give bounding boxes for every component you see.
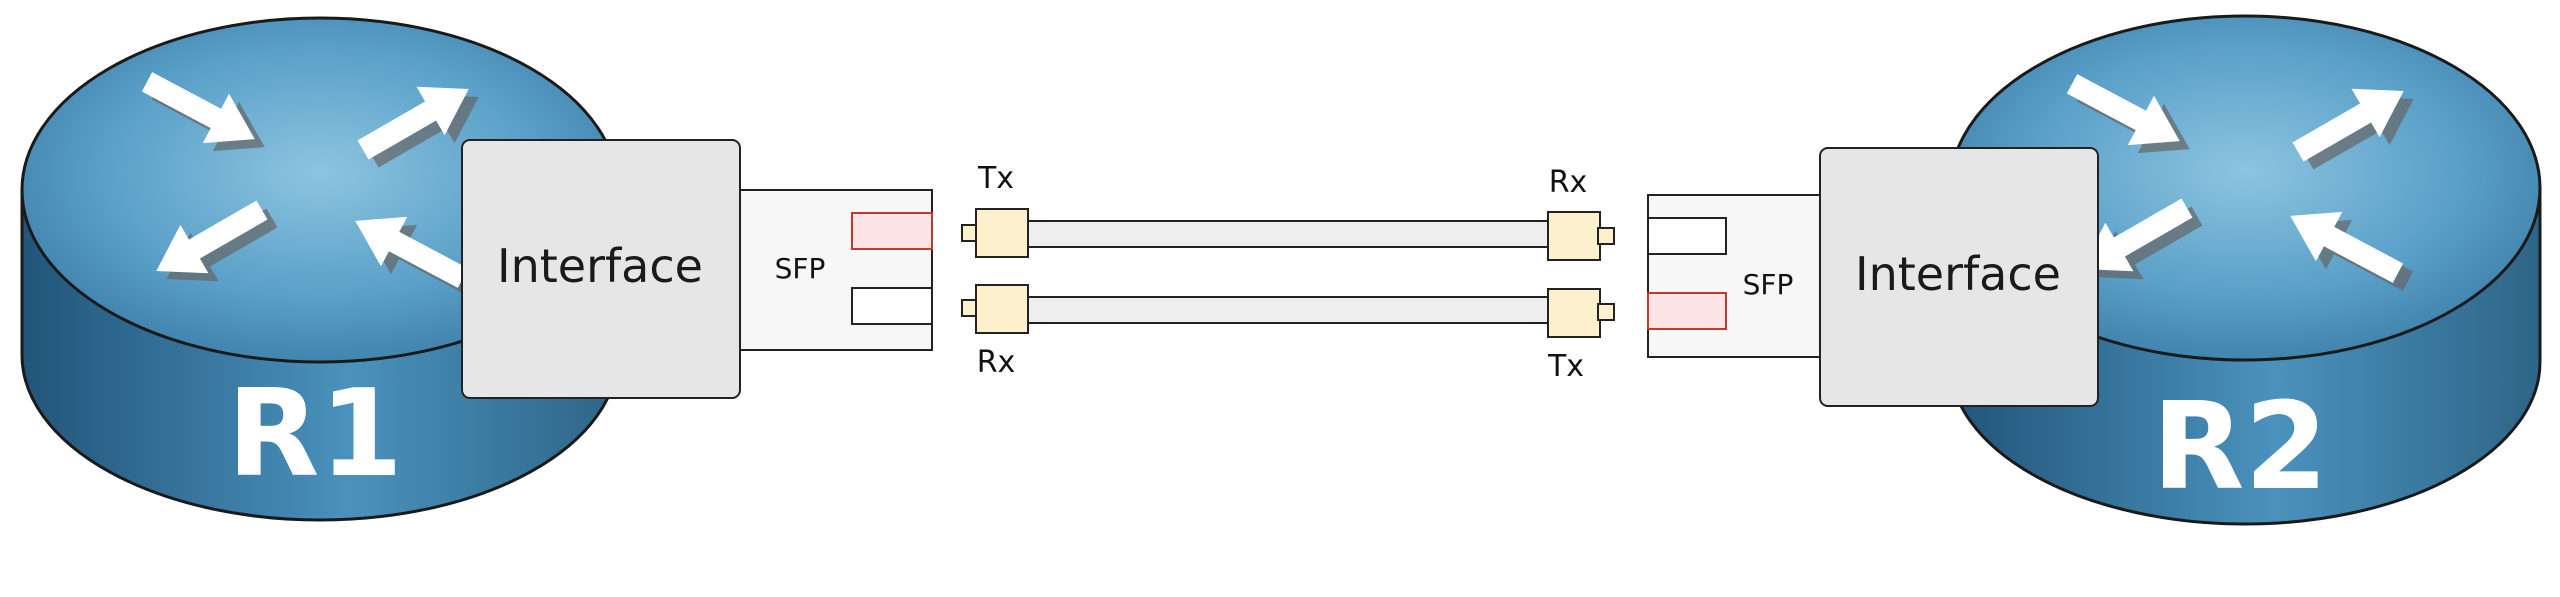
interface-r2[interactable]: Interface (1819, 147, 2099, 407)
connector-r2-rx-ferrule (1597, 227, 1615, 245)
sfp-r2-rx-port[interactable] (1647, 217, 1727, 255)
connector-r1-rx[interactable] (975, 284, 1029, 334)
fiber-strand-top-jacket (1027, 220, 1549, 248)
sfp-r2-tx-port[interactable] (1647, 292, 1727, 330)
fiber-strand-top[interactable] (961, 208, 1615, 261)
interface-r1[interactable]: Interface (461, 139, 741, 399)
connector-r2-tx-ferrule (1597, 303, 1615, 321)
sfp-module-r1-label: SFP (775, 252, 826, 285)
connector-r2-rx[interactable] (1547, 211, 1601, 261)
label-r1-tx: Tx (977, 161, 1014, 196)
sfp-module-r1[interactable]: SFP (739, 189, 933, 351)
connector-r1-tx[interactable] (975, 208, 1029, 258)
label-r1-rx: Rx (977, 345, 1016, 380)
sfp-module-r2[interactable]: SFP (1647, 194, 1821, 358)
interface-r2-label: Interface (1855, 247, 2061, 301)
interface-r1-label: Interface (497, 239, 703, 293)
connector-r2-tx[interactable] (1547, 288, 1601, 338)
sfp-r1-rx-port[interactable] (851, 287, 933, 325)
sfp-r1-tx-port[interactable] (851, 212, 933, 250)
interface-r1-box (461, 139, 741, 399)
label-r2-rx: Rx (1549, 165, 1588, 200)
sfp-module-r2-label: SFP (1743, 268, 1794, 301)
router-r2-name: R2 (2152, 378, 2328, 517)
fiber-strand-bottom-jacket (1027, 296, 1549, 324)
router-r1-name: R1 (227, 365, 403, 504)
fiber-strand-bottom[interactable] (961, 284, 1615, 338)
label-r2-tx: Tx (1547, 349, 1584, 384)
fiber-cable[interactable]: Tx Rx Rx Tx (961, 161, 1615, 384)
interface-r2-box (1819, 147, 2099, 407)
